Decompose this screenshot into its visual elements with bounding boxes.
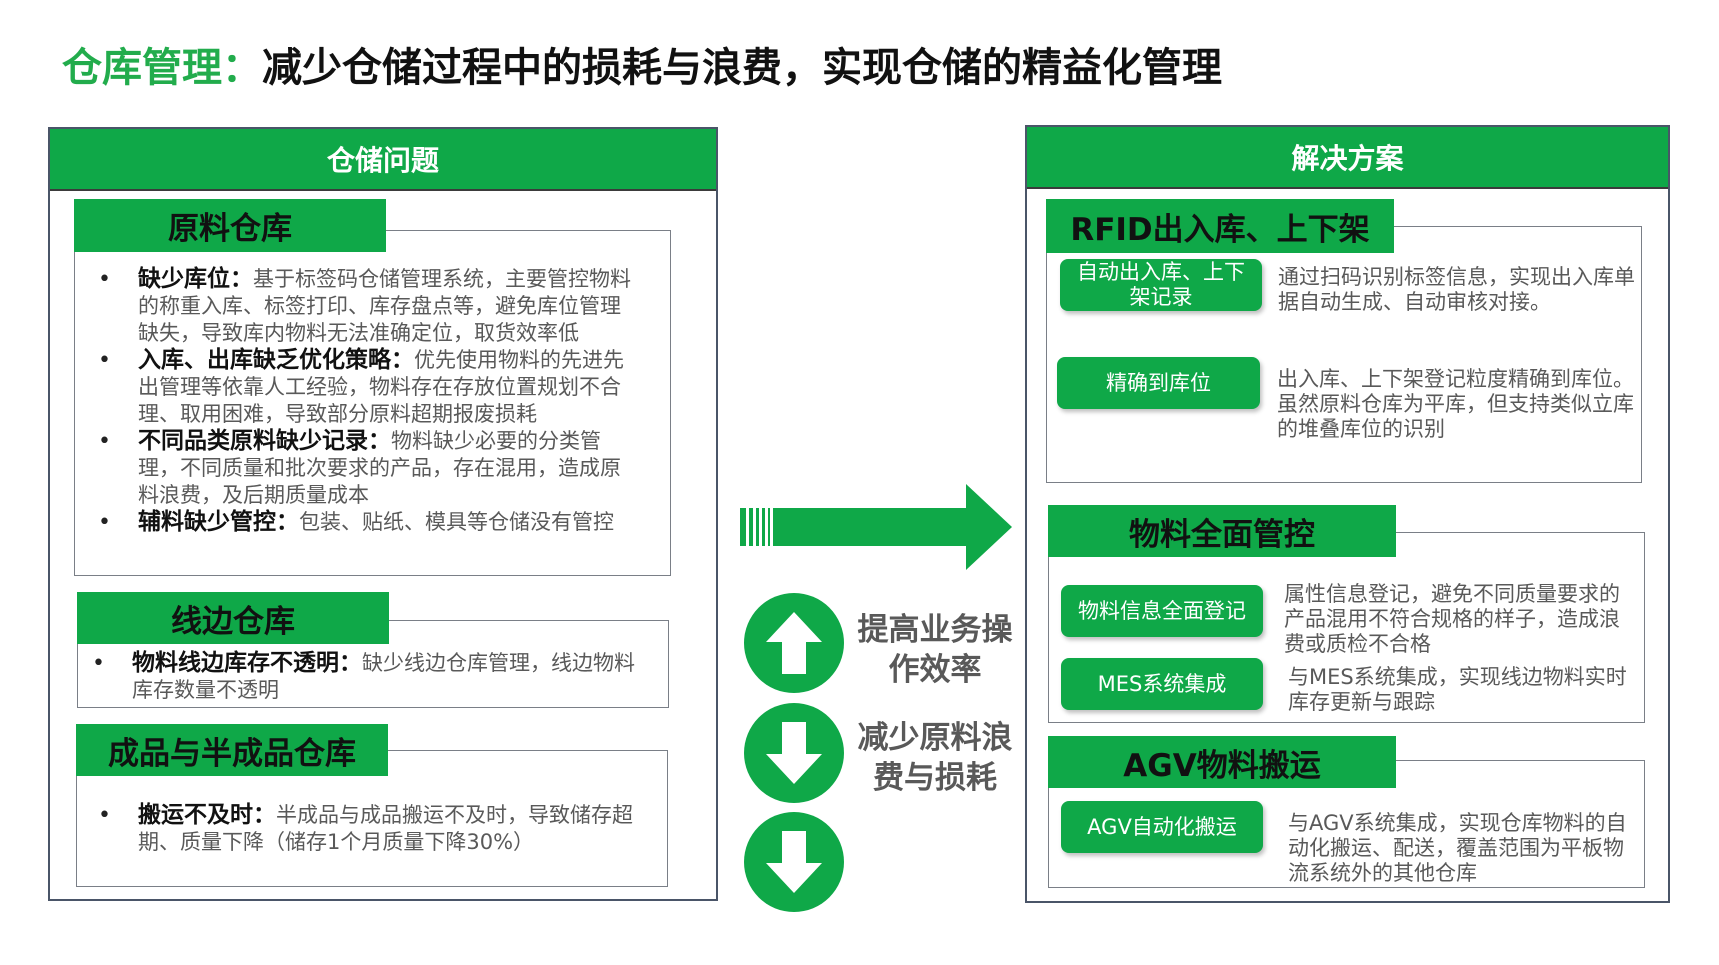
problems-panel-title: 仓储问题 xyxy=(326,144,439,177)
effect-efficiency-text: 提高业务操作效率 xyxy=(857,612,1013,688)
finished-goods-bullets: 搬运不及时：半成品与成品搬运不及时，导致储存超期、质量下降（储存1个月质量下降3… xyxy=(98,802,658,856)
precise-location-desc: 出入库、上下架登记粒度精确到库位。虽然原料仓库为平库，但支持类似立库的堆叠库位的… xyxy=(1277,367,1642,442)
line-side-bullets: 物料线边库存不透明：缺少线边仓库管理，线边物料库存数量不透明 xyxy=(92,650,652,704)
agv-transport-pill: AGV自动化搬运 xyxy=(1061,801,1263,853)
mes-integration-desc: 与MES系统集成，实现线边物料实时库存更新与跟踪 xyxy=(1288,665,1628,715)
material-control-tab-label: 物料全面管控 xyxy=(1129,516,1315,553)
bullet-item: 物料线边库存不透明：缺少线边仓库管理，线边物料库存数量不透明 xyxy=(92,650,652,704)
material-control-tab: 物料全面管控 xyxy=(1048,505,1396,557)
material-info-desc-text: 属性信息登记，避免不同质量要求的产品混用不符合规格的样子，造成浪费或质检不合格 xyxy=(1284,582,1620,656)
agv-tab: AGV物料搬运 xyxy=(1048,736,1396,788)
page-title: 仓库管理：减少仓储过程中的损耗与浪费，实现仓储的精益化管理 xyxy=(62,38,1222,98)
bullet-text: 包装、贴纸、模具等仓储没有管控 xyxy=(299,510,614,534)
raw-material-tab: 原料仓库 xyxy=(74,199,386,252)
title-main: 减少仓储过程中的损耗与浪费，实现仓储的精益化管理 xyxy=(262,45,1222,91)
up-arrow-icon xyxy=(766,612,822,674)
agv-transport-desc-text: 与AGV系统集成，实现仓库物料的自动化搬运、配送，覆盖范围为平板物流系统外的其他… xyxy=(1288,811,1627,885)
solutions-panel-header: 解决方案 xyxy=(1027,127,1668,189)
bullet-item: 辅料缺少管控：包装、贴纸、模具等仓储没有管控 xyxy=(98,509,638,536)
bullet-head: 缺少库位： xyxy=(138,266,253,292)
line-side-tab: 线边仓库 xyxy=(77,592,389,644)
rfid-tab: RFID出入库、上下架 xyxy=(1046,199,1394,253)
rfid-tab-label: RFID出入库、上下架 xyxy=(1070,211,1370,248)
bullet-item: 不同品类原料缺少记录：物料缺少必要的分类管理，不同质量和批次要求的产品，存在混用… xyxy=(98,428,638,509)
mes-integration-desc-text: 与MES系统集成，实现线边物料实时库存更新与跟踪 xyxy=(1288,665,1627,714)
bullet-item: 入库、出库缺乏优化策略：优先使用物料的先进先出管理等依靠人工经验，物料存在存放位… xyxy=(98,347,638,428)
bullet-text: 缺少线边仓库管理，线边物料库存数量不透明 xyxy=(132,651,635,702)
effect-waste-text: 减少原料浪费与损耗 xyxy=(857,720,1013,796)
bullet-text: 物料缺少必要的分类管理，不同质量和批次要求的产品，存在混用，造成原料浪费，及后期… xyxy=(138,429,621,507)
auto-inout-record-pill: 自动出入库、上下架记录 xyxy=(1060,259,1262,311)
bullet-item: 搬运不及时：半成品与成品搬运不及时，导致储存超期、质量下降（储存1个月质量下降3… xyxy=(98,802,658,856)
precise-location-desc-text: 出入库、上下架登记粒度精确到库位。虽然原料仓库为平库，但支持类似立库的堆叠库位的… xyxy=(1277,367,1634,441)
auto-inout-record-label: 自动出入库、上下架记录 xyxy=(1077,260,1245,309)
material-info-pill: 物料信息全面登记 xyxy=(1061,585,1263,637)
finished-goods-tab: 成品与半成品仓库 xyxy=(76,724,388,776)
finished-goods-tab-label: 成品与半成品仓库 xyxy=(108,735,356,772)
raw-material-tab-label: 原料仓库 xyxy=(168,211,292,247)
precise-location-pill: 精确到库位 xyxy=(1057,357,1260,409)
auto-inout-record-desc: 通过扫码识别标签信息，实现出入库单据自动生成、自动审核对接。 xyxy=(1278,265,1638,315)
mes-integration-pill: MES系统集成 xyxy=(1061,658,1263,710)
down-arrow-circle-1 xyxy=(744,703,844,803)
precise-location-label: 精确到库位 xyxy=(1106,370,1211,395)
problems-panel-header: 仓储问题 xyxy=(50,129,716,191)
bullet-head: 辅料缺少管控： xyxy=(138,509,299,535)
bullet-head: 不同品类原料缺少记录： xyxy=(138,428,391,454)
auto-inout-record-desc-text: 通过扫码识别标签信息，实现出入库单据自动生成、自动审核对接。 xyxy=(1278,265,1635,314)
bullet-head: 入库、出库缺乏优化策略： xyxy=(138,347,414,373)
up-arrow-circle xyxy=(744,593,844,693)
bullet-text: 优先使用物料的先进先出管理等依靠人工经验，物料存在存放位置规划不合理、取用困难，… xyxy=(138,348,624,426)
big-right-arrow-icon xyxy=(740,484,1012,570)
effect-waste: 减少原料浪费与损耗 xyxy=(852,718,1018,798)
agv-tab-label: AGV物料搬运 xyxy=(1123,747,1321,784)
agv-transport-label: AGV自动化搬运 xyxy=(1087,814,1237,839)
material-info-desc: 属性信息登记，避免不同质量要求的产品混用不符合规格的样子，造成浪费或质检不合格 xyxy=(1284,582,1624,657)
line-side-tab-label: 线边仓库 xyxy=(171,603,295,640)
bullet-head: 物料线边库存不透明： xyxy=(132,650,362,676)
material-info-label: 物料信息全面登记 xyxy=(1078,598,1246,623)
down-arrow-icon xyxy=(766,722,822,784)
mes-integration-label: MES系统集成 xyxy=(1097,671,1227,696)
effect-efficiency: 提高业务操作效率 xyxy=(852,610,1018,690)
down-arrow-circle-2 xyxy=(744,812,844,912)
bullet-item: 缺少库位：基于标签码仓储管理系统，主要管控物料的称重入库、标签打印、库存盘点等，… xyxy=(98,266,638,347)
down-arrow-icon xyxy=(766,831,822,893)
bullet-text: 基于标签码仓储管理系统，主要管控物料的称重入库、标签打印、库存盘点等，避免库位管… xyxy=(138,267,631,345)
raw-material-bullets: 缺少库位：基于标签码仓储管理系统，主要管控物料的称重入库、标签打印、库存盘点等，… xyxy=(98,266,638,536)
solutions-panel-title: 解决方案 xyxy=(1291,142,1404,175)
bullet-text: 半成品与成品搬运不及时，导致储存超期、质量下降（储存1个月质量下降30%） xyxy=(138,803,633,854)
title-accent: 仓库管理： xyxy=(62,45,262,91)
bullet-head: 搬运不及时： xyxy=(138,802,276,828)
agv-transport-desc: 与AGV系统集成，实现仓库物料的自动化搬运、配送，覆盖范围为平板物流系统外的其他… xyxy=(1288,811,1628,886)
